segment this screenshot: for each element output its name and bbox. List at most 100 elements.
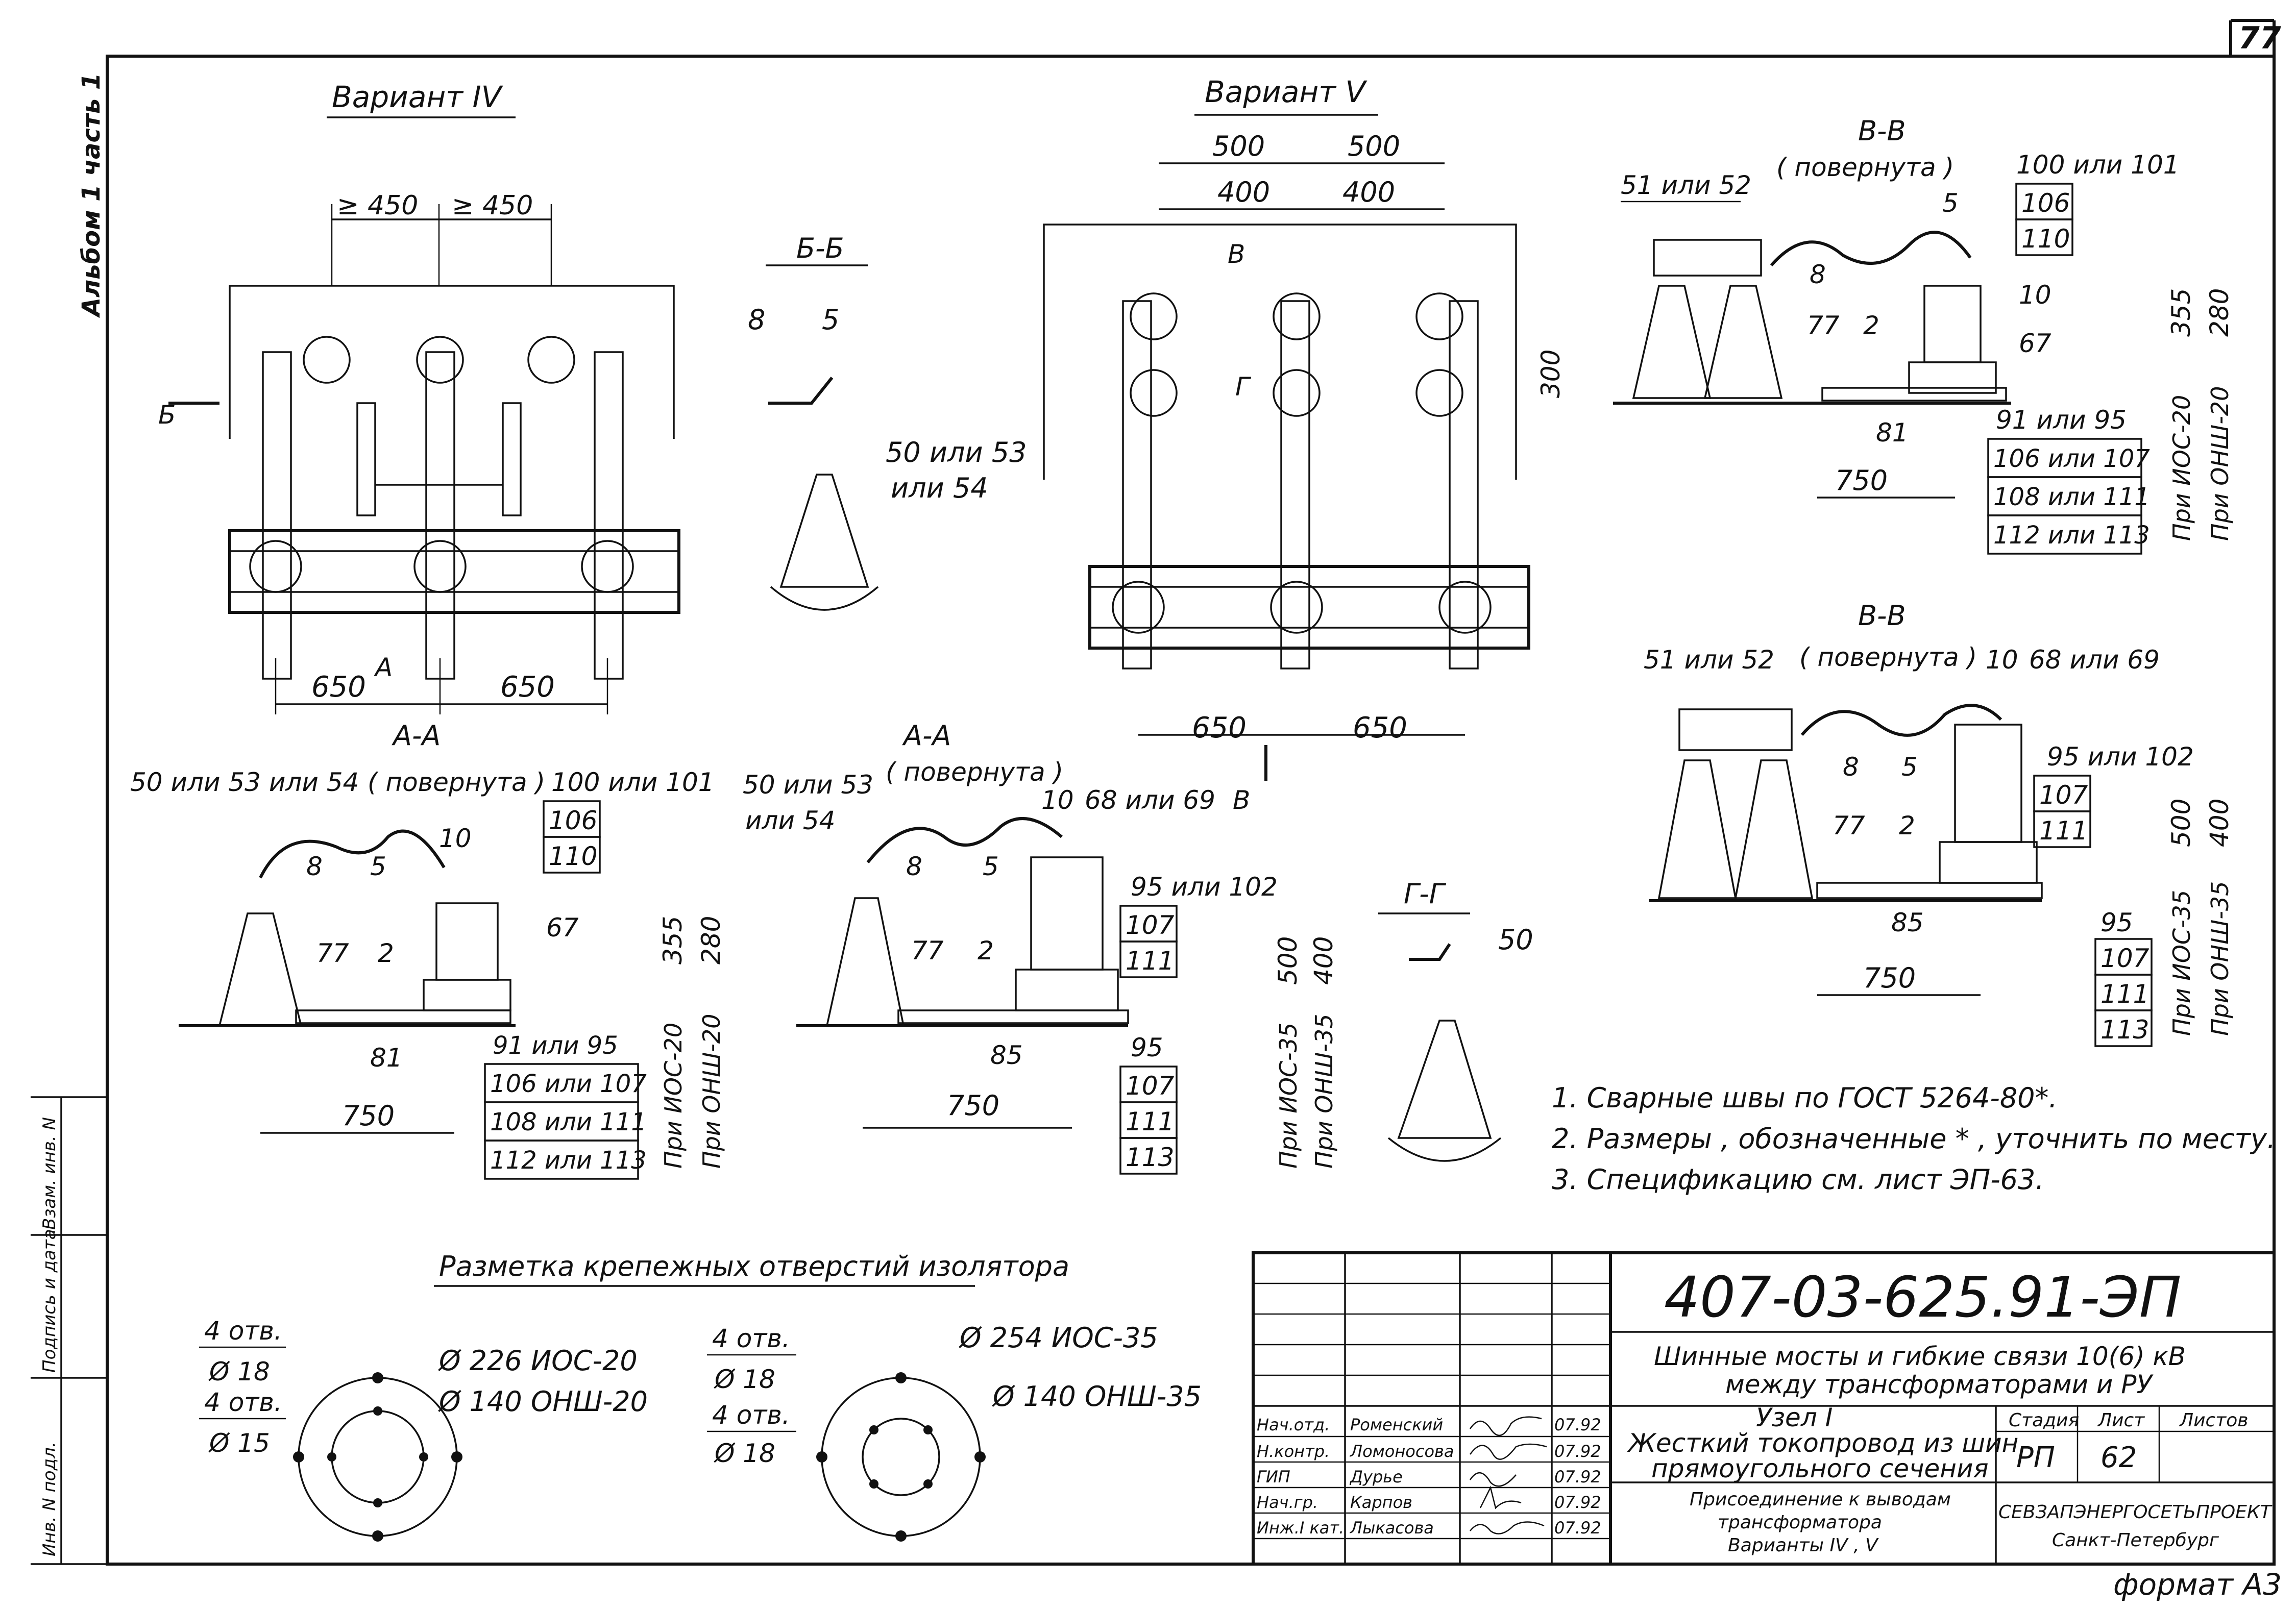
- aa1-onsh: При ОНШ-20: [698, 1014, 725, 1169]
- aa1-callout-91: 91 или 95: [493, 1031, 618, 1060]
- holes-l2: Ø 18: [208, 1357, 270, 1386]
- node-2: Жесткий токопровод из шин: [1627, 1428, 2018, 1458]
- vv2-callout-51: 51 или 52: [1644, 645, 1774, 675]
- inv-label: Инв. N подл.: [39, 1442, 60, 1556]
- aa1-callout-10: 10: [439, 824, 472, 853]
- aa1-dim-750: 750: [342, 1100, 395, 1132]
- aa1-callout-112: 112 или 113: [490, 1146, 647, 1175]
- signature-1: [1469, 1443, 1547, 1460]
- vv1-callout-2: 2: [1863, 311, 1879, 340]
- gg-title: Г-Г: [1404, 878, 1447, 910]
- staff-role-2: ГИП: [1257, 1467, 1290, 1487]
- vv1-callout-100: 100 или 101: [2016, 150, 2180, 180]
- aa2-callout-8: 8: [906, 852, 922, 881]
- aa1-callout-106: 106: [549, 806, 597, 835]
- holes-title: Разметка крепежных отверстий изолятора: [439, 1250, 1069, 1282]
- sub-1: Присоединение к выводам: [1690, 1489, 1951, 1510]
- aa2-callout-2: 2: [978, 936, 994, 965]
- staff-date-3: 07.92: [1554, 1493, 1601, 1512]
- bb-callout-5: 5: [822, 304, 839, 336]
- vv2-callout-68: 68 или 69: [2029, 645, 2160, 675]
- head-sheet: Лист: [2097, 1410, 2145, 1431]
- bb-callout-54: или 54: [891, 472, 988, 504]
- staff-name-2: Дурье: [1349, 1467, 1403, 1487]
- vv1-subtitle: ( повернута ): [1776, 153, 1954, 182]
- vv2-callout-8: 8: [1843, 752, 1859, 782]
- node-3: прямоугольного сечения: [1651, 1454, 1989, 1483]
- vv2-subtitle: ( повернута ): [1799, 642, 1977, 672]
- vv2-title: В-В: [1858, 600, 1906, 632]
- vv2-callout-107: 107: [2039, 780, 2088, 810]
- holes-r3: 4 отв.: [712, 1400, 790, 1430]
- holes-l4: Ø 15: [208, 1428, 270, 1458]
- notes-block: 1. Сварные швы по ГОСТ 5264-80*. 2. Разм…: [1552, 1082, 2276, 1196]
- aa1-callout-5: 5: [370, 852, 386, 881]
- staff-name-0: Роменский: [1350, 1415, 1443, 1434]
- aa2-callout-111: 111: [1126, 946, 1174, 976]
- aa1-callout-8: 8: [306, 852, 323, 881]
- vv1-ios: При ИОС-20: [2168, 395, 2195, 541]
- aa2-title: А-А: [902, 720, 951, 752]
- section-gg: Г-Г 50: [1378, 878, 1533, 1162]
- note-1: 1. Сварные швы по ГОСТ 5264-80*.: [1552, 1082, 2058, 1114]
- signature-3: [1479, 1485, 1522, 1509]
- vv2-callout-10: 10: [1986, 645, 2018, 675]
- aa1-callout-106b: 106 или 107: [490, 1070, 647, 1098]
- sheet-frame: [31, 19, 2276, 1566]
- holes-r4: Ø 18: [714, 1439, 775, 1468]
- vv1-callout-8: 8: [1810, 260, 1826, 289]
- node-1: Узел I: [1756, 1403, 1833, 1432]
- vv1-callout-108: 108 или 111: [1993, 483, 2150, 511]
- aa1-callout-81: 81: [370, 1043, 403, 1073]
- sec-v-mark-bottom: В: [1233, 785, 1250, 815]
- dim-650-right: 650: [500, 671, 555, 704]
- dim-650-v-left: 650: [1192, 711, 1247, 745]
- staff-name-3: Карпов: [1350, 1493, 1412, 1512]
- holes-r1: 4 отв.: [712, 1324, 790, 1353]
- vv2-onsh: При ОНШ-35: [2206, 881, 2234, 1036]
- aa2-onsh: При ОНШ-35: [1310, 1014, 1338, 1169]
- aa1-ios: При ИОС-20: [660, 1023, 687, 1169]
- staff-role-4: Инж.I кат.: [1257, 1518, 1344, 1538]
- vv1-callout-81: 81: [1876, 418, 1909, 448]
- vzam-label: Взам. инв. N: [39, 1117, 60, 1230]
- aa1-title: А-А: [392, 720, 441, 752]
- vv1-title: В-В: [1858, 115, 1906, 147]
- hole-marking: Разметка крепежных отверстий изолятора 4…: [199, 1250, 1202, 1542]
- bb-callout-8: 8: [748, 304, 765, 336]
- vv2-ios: При ИОС-35: [2168, 890, 2195, 1036]
- aa2-callout-95b: 95: [1131, 1033, 1163, 1062]
- vv2-callout-85: 85: [1891, 908, 1924, 937]
- aa2-callout-113: 113: [1126, 1143, 1174, 1172]
- aa2-callout-68: 68 или 69: [1085, 785, 1215, 815]
- vv1-callout-106: 106: [2021, 188, 2070, 218]
- staff-date-1: 07.92: [1554, 1442, 1601, 1461]
- variant-iv-plan: Вариант IV ≥ 450 ≥ 450 Б А: [158, 80, 680, 714]
- sub-2: трансформатора: [1718, 1512, 1882, 1533]
- aa2-dim-500: 500: [1273, 936, 1303, 985]
- aa2-ios: При ИОС-35: [1275, 1023, 1302, 1169]
- org-city: Санкт-Петербург: [2052, 1530, 2219, 1551]
- signature-0: [1469, 1416, 1542, 1436]
- vv2-callout-107b: 107: [2100, 944, 2150, 973]
- vv1-callout-112: 112 или 113: [1993, 521, 2150, 550]
- stage-value: РП: [2016, 1441, 2055, 1474]
- sec-g-mark: Г: [1235, 372, 1252, 402]
- sign-date-label: Подпись и дата: [39, 1229, 60, 1373]
- vv1-callout-91: 91 или 95: [1996, 405, 2127, 435]
- aa1-dim-355: 355: [658, 916, 688, 964]
- vv1-dim-750: 750: [1835, 464, 1888, 497]
- vv1-onsh: При ОНШ-20: [2206, 386, 2234, 541]
- vv1-callout-77: 77: [1807, 311, 1840, 340]
- aa2-subtitle: ( повернута ): [886, 757, 1063, 787]
- aa1-dim-280: 280: [696, 916, 726, 964]
- gg-callout-50: 50: [1498, 924, 1533, 956]
- section-vv-20: В-В ( повернута ) 51 или 52 5 100 или 10…: [1613, 115, 2234, 555]
- vv2-callout-113: 113: [2100, 1015, 2149, 1045]
- doc-name-2: между трансформаторами и РУ: [1725, 1370, 2154, 1399]
- section-aa-20: А-А ( повернута ) 50 или 53 или 54 100 и…: [130, 720, 726, 1180]
- dim-400-left: 400: [1217, 176, 1270, 208]
- staff-date-0: 07.92: [1554, 1415, 1601, 1434]
- sec-v-mark-top: В: [1228, 239, 1245, 269]
